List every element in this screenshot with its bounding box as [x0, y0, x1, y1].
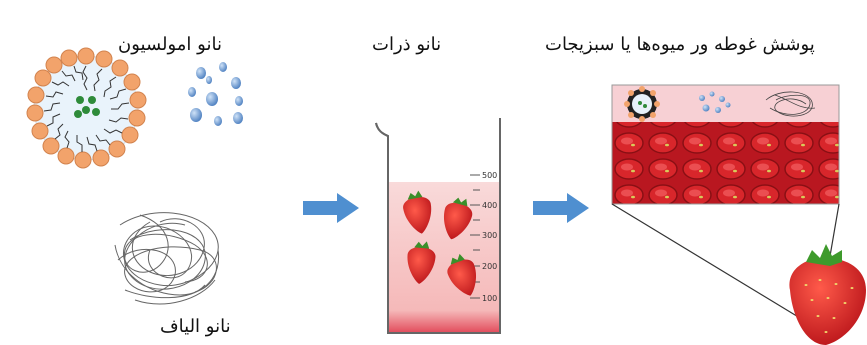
beaker-scale-200: 200	[482, 262, 497, 271]
nanofiber-tangle	[115, 213, 219, 304]
nanoemulsion-micelle	[27, 48, 146, 168]
big-strawberry	[790, 244, 866, 345]
coating-panel	[612, 85, 839, 204]
nanoemulsion-droplets	[188, 62, 243, 126]
beaker-scale-400: 400	[482, 201, 497, 210]
arrow-1	[303, 193, 359, 223]
beaker-scale-100: 100	[482, 294, 497, 303]
beaker: 500 400 300 200 100	[376, 118, 500, 333]
beaker-scale-300: 300	[482, 231, 497, 240]
beaker-scale-500: 500	[482, 171, 497, 180]
arrow-2	[533, 193, 589, 223]
